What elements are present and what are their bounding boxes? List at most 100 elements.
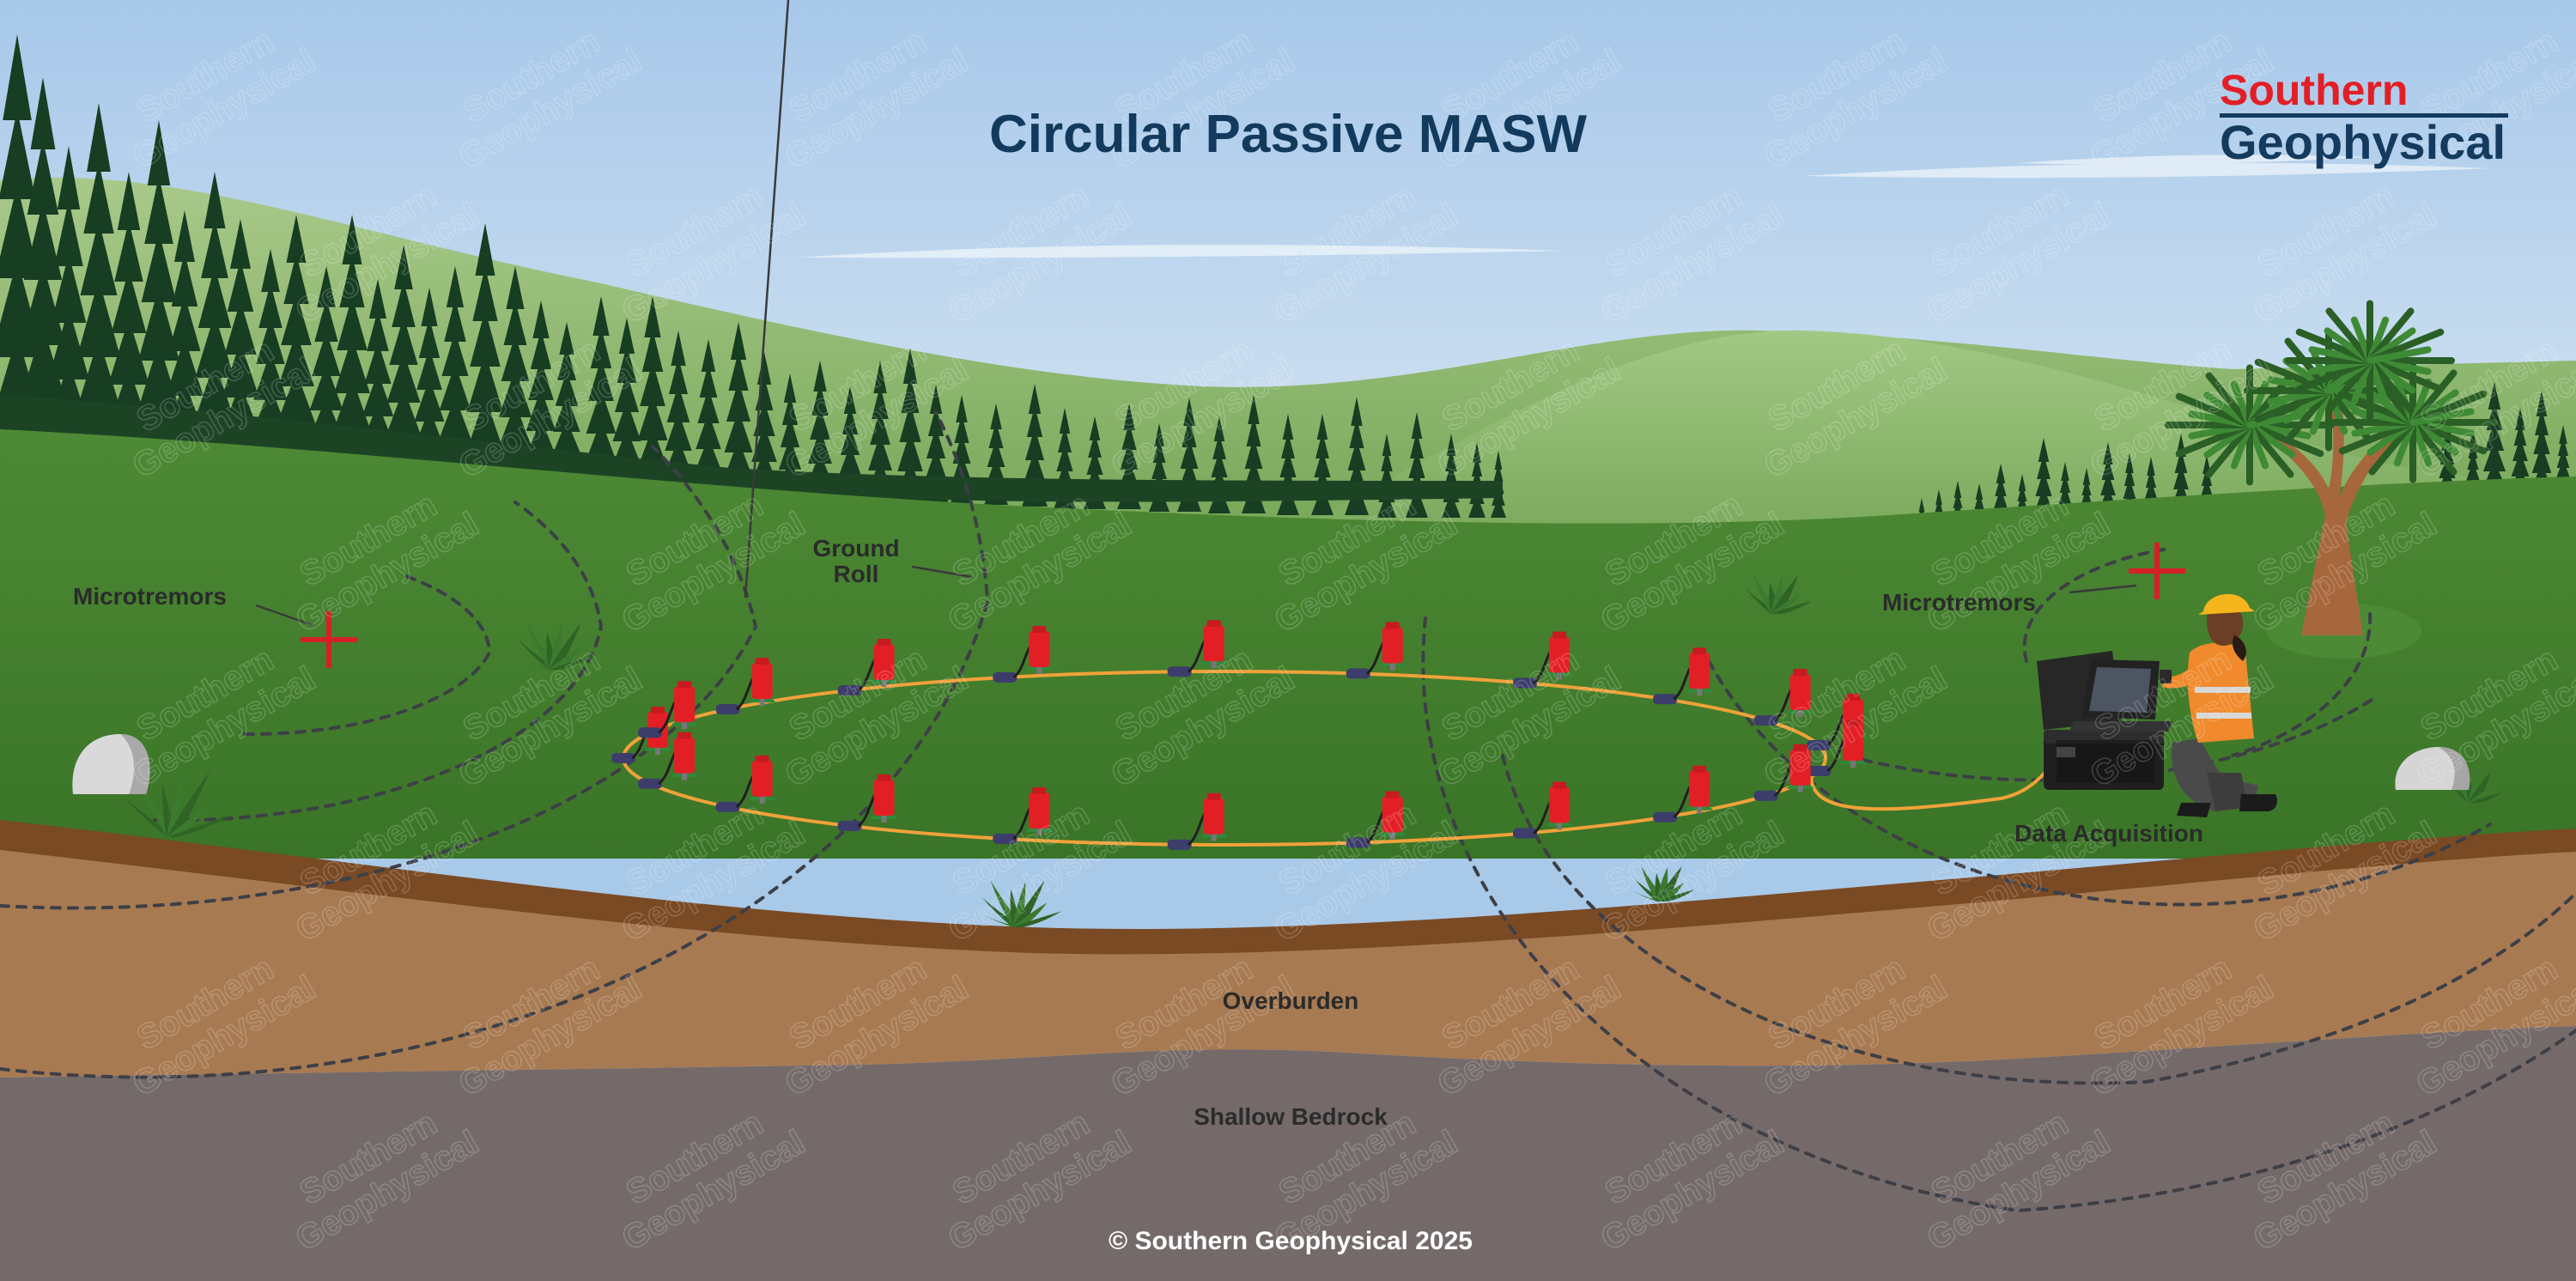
conifer-left-1	[17, 77, 69, 410]
source-marker-left	[301, 611, 357, 668]
conifer-left-14	[384, 245, 423, 440]
geophone-3	[715, 658, 776, 715]
geophone-connector	[715, 801, 740, 812]
geophone-connector	[1167, 666, 1192, 677]
label-ground-roll-line2: Roll	[834, 561, 879, 587]
bedrock-layer	[0, 1026, 2576, 1281]
wavefronts-left	[0, 410, 990, 1079]
logo-line2: Geophysical	[2220, 115, 2506, 169]
geophone-connector	[1753, 790, 1778, 801]
geophone-7	[1346, 622, 1406, 679]
conifer-left-22	[611, 318, 643, 471]
conifer-left-50	[1468, 442, 1485, 518]
conifer-left-12	[331, 215, 373, 436]
geophone-connector	[1807, 766, 1832, 777]
shrub-1	[120, 770, 234, 837]
geophone-8	[1513, 631, 1573, 689]
geophone-connector	[715, 704, 740, 715]
conifer-left-29	[806, 361, 834, 488]
geophone-connector	[1653, 811, 1678, 823]
conifer-right-17	[2510, 408, 2530, 492]
geophone-connector	[837, 685, 862, 696]
conifer-left-6	[163, 210, 206, 440]
label-ground-roll-line1: Ground	[812, 535, 899, 562]
geophone-12	[1807, 719, 1868, 777]
geophone-connector	[1753, 715, 1778, 726]
conifer-left-19	[524, 301, 558, 462]
conifer-left-7	[192, 172, 237, 428]
clouds	[799, 155, 2490, 258]
conifer-left-30	[837, 386, 863, 496]
geophone-connector	[611, 753, 635, 763]
data-acquisition-station	[2037, 651, 2172, 790]
rock-left	[72, 734, 150, 794]
conifer-left-23	[635, 296, 670, 475]
conifer-left-10	[276, 215, 317, 428]
geophone-21	[638, 732, 699, 789]
geophone-13	[1753, 744, 1814, 801]
conifer-left-13	[360, 279, 396, 449]
label-microtremors-left: Microtremors	[73, 583, 227, 610]
geophone-9	[1653, 647, 1714, 705]
conifer-left-17	[465, 223, 506, 458]
conifer-left-9	[251, 249, 290, 436]
conifer-left-21	[584, 296, 618, 466]
copyright: © Southern Geophysical 2025	[1109, 1227, 1473, 1255]
conifer-left-4	[105, 172, 153, 436]
geophone-connector	[837, 820, 862, 831]
geophone-6	[1167, 620, 1228, 677]
topsoil-layer	[0, 820, 2576, 955]
conifer-right-19	[2555, 425, 2572, 492]
geophone-connector	[993, 834, 1018, 845]
geophone-connector	[993, 671, 1018, 683]
logo-line1: Southern	[2220, 66, 2408, 114]
leader-lines	[255, 0, 2137, 627]
geophone-17	[1167, 792, 1228, 850]
geophone-array	[611, 620, 1868, 850]
geophone-18	[993, 787, 1054, 845]
shrub-5	[2448, 771, 2502, 803]
label-shallow-bedrock: Shallow Bedrock	[1194, 1103, 1388, 1130]
conifer-left-5	[135, 120, 183, 419]
geophone-connector	[1346, 668, 1370, 679]
geophone-15	[1513, 781, 1573, 839]
tree	[2165, 300, 2498, 635]
conifer-left-25	[694, 339, 723, 475]
shrub-0	[517, 622, 598, 670]
label-data-acquisition: Data Acquisition	[2014, 820, 2203, 847]
conifer-left-20	[551, 322, 582, 458]
geophone-connector	[638, 727, 663, 738]
conifer-left-8	[219, 219, 262, 440]
technician	[2160, 593, 2277, 817]
conifer-left-28	[777, 373, 803, 492]
source-marker-right	[2129, 543, 2185, 599]
geophone-2	[638, 681, 699, 738]
geophone-20	[715, 755, 776, 812]
conifer-left-27	[750, 352, 779, 488]
conifer-left-24	[663, 331, 694, 479]
forest-ground	[0, 395, 1503, 502]
rock-right	[2395, 747, 2470, 790]
page-title: Circular Passive MASW	[989, 105, 1588, 164]
geophone-connector	[1653, 694, 1678, 705]
conifer-right-16	[2482, 382, 2507, 492]
conifer-right-15	[2465, 429, 2481, 492]
conifer-left-2	[45, 146, 93, 436]
geophone-connector	[1513, 828, 1537, 839]
conifer-left-32	[896, 348, 925, 501]
conifer-left-18	[496, 266, 534, 453]
conifer-left-26	[722, 322, 755, 483]
geophone-connector	[1513, 677, 1537, 689]
shrub-3	[1634, 866, 1695, 902]
geophone-connector	[1167, 839, 1192, 850]
geophone-5	[993, 625, 1054, 683]
conifer-left-33	[923, 385, 949, 503]
conifer-left-3	[74, 103, 124, 419]
conifer-left-15	[412, 288, 447, 453]
overburden-layer	[0, 841, 2576, 1078]
logo-rule	[2220, 113, 2508, 118]
shrub-4	[1745, 574, 1813, 614]
logo: Southern Geophysical	[2220, 66, 2508, 169]
conifer-right-18	[2530, 391, 2553, 492]
